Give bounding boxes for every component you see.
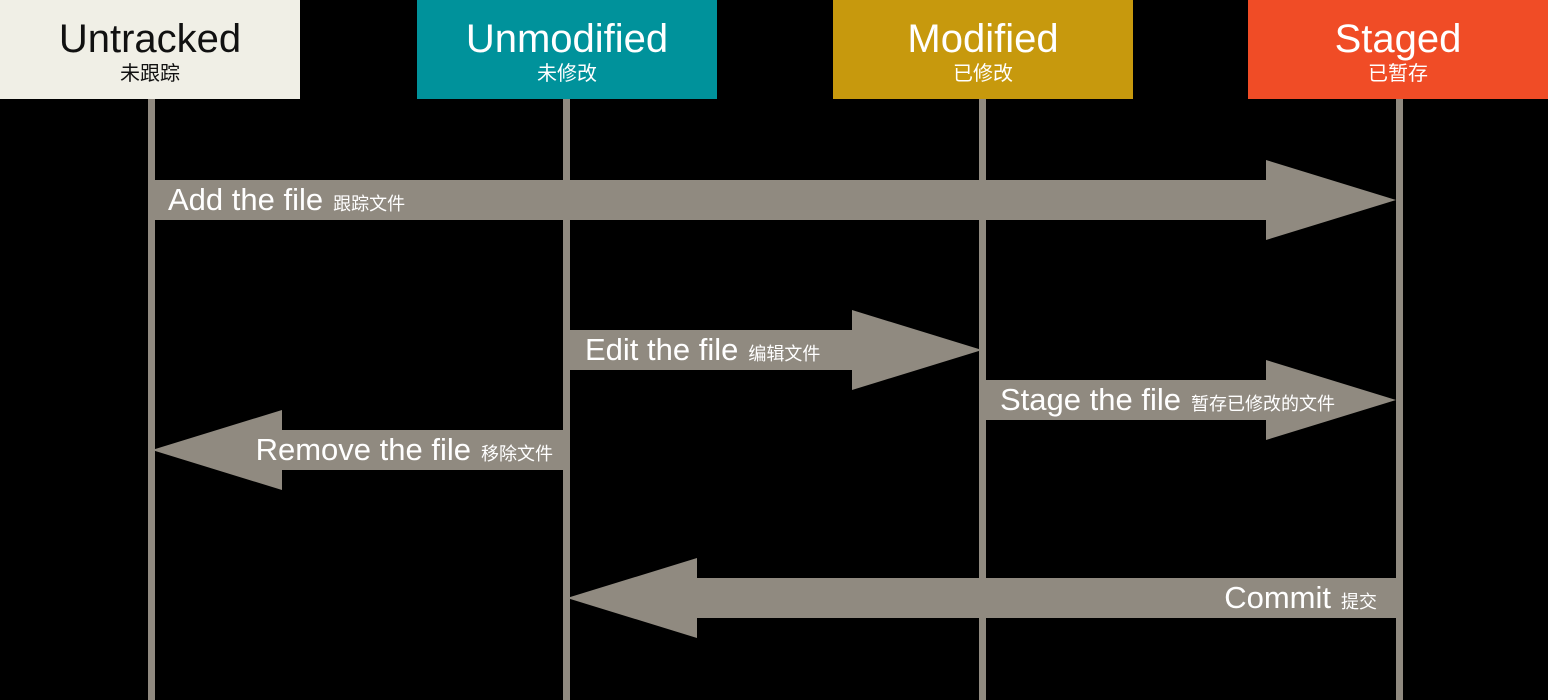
arrow-shaft — [567, 330, 852, 370]
state-subtitle-zh: 未修改 — [537, 62, 597, 85]
state-title: Unmodified — [465, 16, 669, 61]
transition-label-zh: 提交 — [1341, 592, 1377, 612]
arrowhead-left-icon — [567, 558, 697, 638]
state-title: Untracked — [58, 16, 242, 61]
arrowhead-right-icon — [1266, 160, 1396, 240]
state-title: Modified — [907, 16, 1059, 61]
transition-label-row: Remove the file 移除文件 — [256, 432, 553, 468]
transition-label-row: Edit the file 编辑文件 — [585, 332, 820, 368]
transition-label-zh: 暂存已修改的文件 — [1190, 394, 1335, 414]
lifeline-untracked — [148, 99, 155, 700]
arrow-shaft — [282, 430, 567, 470]
arrowhead-right-icon — [1266, 360, 1396, 440]
transition-label-zh: 编辑文件 — [748, 344, 821, 364]
state-box-unmodified: Unmodified 未修改 — [417, 0, 717, 99]
lifeline-staged — [1396, 99, 1403, 700]
transition-label: Edit the file — [585, 332, 739, 367]
transition-label-zh: 移除文件 — [481, 444, 553, 464]
state-title: Staged — [1334, 16, 1462, 61]
transition-label: Remove the file — [255, 432, 471, 467]
state-box-untracked: Untracked 未跟踪 — [0, 0, 300, 99]
transition-label-row: Add the file 跟踪文件 — [168, 182, 405, 218]
transition-label-row: Commit 提交 — [1224, 580, 1377, 616]
transition-label: Add the file — [168, 182, 324, 217]
state-box-modified: Modified 已修改 — [833, 0, 1133, 99]
state-box-staged: Staged 已暂存 — [1248, 0, 1548, 99]
state-subtitle-zh: 已修改 — [953, 62, 1013, 85]
transition-label: Stage the file — [1000, 382, 1181, 417]
transition-label: Commit — [1224, 580, 1331, 615]
arrowhead-right-icon — [852, 310, 982, 390]
state-subtitle-zh: 未跟踪 — [120, 62, 180, 85]
arrow-shaft — [982, 380, 1266, 420]
arrowhead-left-icon — [152, 410, 282, 490]
transition-label-zh: 跟踪文件 — [333, 194, 406, 214]
lifeline-unmodified — [563, 99, 570, 700]
transition-label-row: Stage the file 暂存已修改的文件 — [1000, 382, 1335, 418]
arrow-shaft — [152, 180, 1266, 220]
arrow-shaft — [697, 578, 1396, 618]
lifeline-modified — [979, 99, 986, 700]
state-subtitle-zh: 已暂存 — [1368, 62, 1428, 85]
